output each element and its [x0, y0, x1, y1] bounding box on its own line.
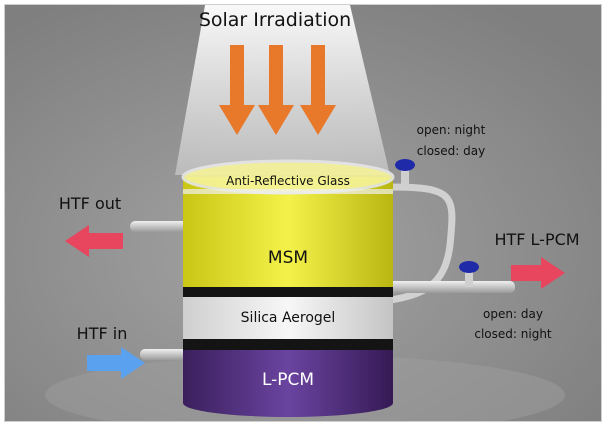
- valve-handle-icon: [395, 159, 415, 171]
- solar-arrow-icon: [258, 45, 294, 135]
- aerogel-label: Silica Aerogel: [241, 310, 336, 326]
- msm-layer: [183, 177, 393, 287]
- valve-bottom-line2: closed: night: [474, 327, 552, 341]
- pcm-layer: [183, 350, 393, 417]
- glass-rim: [183, 189, 393, 194]
- htf-in-arrow-icon: [87, 347, 145, 379]
- msm-label: MSM: [268, 248, 308, 268]
- htf-lpcm-label: HTF L-PCM: [494, 230, 579, 249]
- htf-out-arrow-icon: [65, 225, 123, 257]
- pcm-label: L-PCM: [262, 370, 314, 390]
- aerogel-layer: [183, 297, 393, 339]
- outlet-pipe-left: [130, 221, 190, 232]
- outlet-pipe-right: [385, 281, 515, 293]
- glass-label: Anti-Reflective Glass: [226, 174, 350, 188]
- separator: [183, 286, 393, 297]
- solar-arrows: [219, 45, 336, 135]
- htf-lpcm-arrow-icon: [511, 257, 565, 289]
- valve-top-line1: open: night: [417, 123, 486, 137]
- solar-storage-diagram: Solar Irradiation Anti-Reflective Glass …: [5, 5, 601, 421]
- valve-bottom-line1: open: day: [483, 307, 543, 321]
- valve-top-line2: closed: day: [417, 144, 485, 158]
- valve-top: [395, 159, 415, 187]
- solar-arrow-icon: [300, 45, 336, 135]
- valve-handle-icon: [459, 261, 479, 273]
- loop-pipe: [384, 183, 456, 305]
- diagram-frame: Solar Irradiation Anti-Reflective Glass …: [4, 4, 602, 422]
- storage-cylinder: [181, 159, 395, 417]
- htf-out-label: HTF out: [59, 194, 121, 213]
- valve-bottom: [459, 261, 479, 287]
- title: Solar Irradiation: [199, 9, 351, 31]
- solar-arrow-icon: [219, 45, 255, 135]
- htf-in-label: HTF in: [77, 324, 128, 343]
- inlet-pipe: [140, 349, 190, 360]
- separator: [183, 338, 393, 350]
